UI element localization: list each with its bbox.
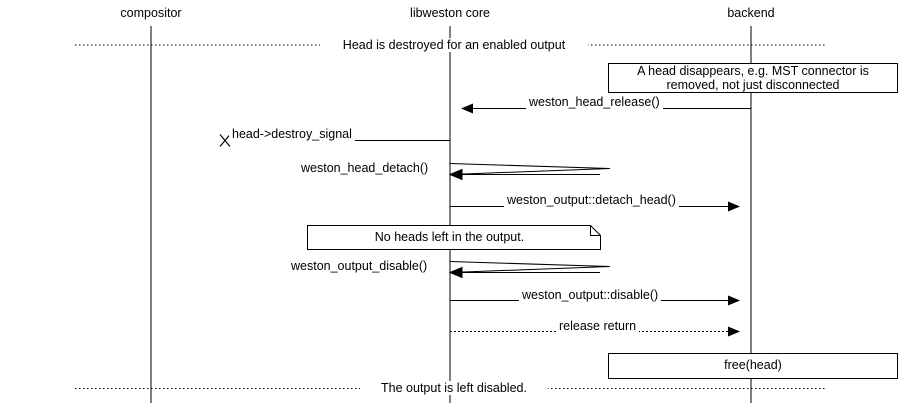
message-label-weston-head-detach: weston_head_detach() (298, 161, 432, 175)
message-line-weston-head-detach (448, 163, 611, 181)
actor-label-libweston-core: libweston core (410, 6, 490, 20)
note-label-free-head: free(head) (724, 358, 782, 372)
note-box-head-disappears (608, 63, 898, 93)
note-label-no-heads-left: No heads left in the output. (374, 230, 525, 244)
divider-label-bottom: The output is left disabled. (360, 381, 548, 395)
message-label-weston-output-detach-head: weston_output::detach_head() (504, 193, 679, 207)
divider-label-top: Head is destroyed for an enabled output (320, 38, 588, 52)
note-label-head-disappears-line2: removed, not just disconnected (666, 78, 840, 92)
message-label-weston-output-disable-local: weston_output_disable() (288, 259, 431, 273)
message-line-weston-output-disable-local (448, 261, 611, 279)
note-box-free-head (608, 353, 898, 379)
actor-label-backend: backend (727, 6, 775, 20)
message-label-release-return: release return (556, 319, 640, 333)
actor-label-compositor: compositor (120, 6, 182, 20)
note-label-head-disappears-line1: A head disappears, e.g. MST connector is (637, 64, 869, 78)
note-box-no-heads-left (307, 225, 601, 250)
message-label-weston-head-release: weston_head_release() (526, 95, 663, 109)
message-label-head-destroy-signal: head->destroy_signal (229, 127, 355, 141)
message-label-weston-output-disable: weston_output::disable() (519, 288, 662, 302)
